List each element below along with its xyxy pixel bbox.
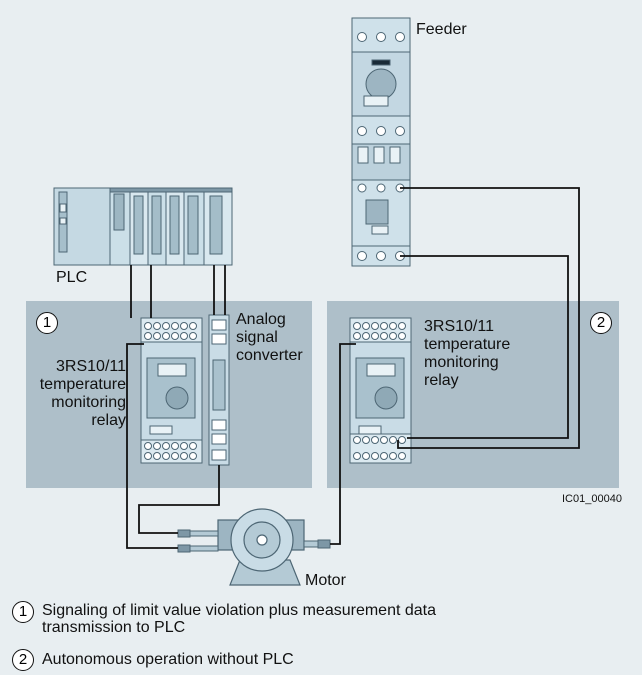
marker-1: 1 (36, 312, 58, 334)
motor (217, 508, 305, 586)
analog-converter (208, 314, 230, 466)
wiring (126, 187, 580, 549)
legend-marker-1: 1 (12, 601, 34, 623)
analog-label-line-1: Analog (236, 311, 286, 328)
legend-item-1-line-1: Signaling of limit value violation plus … (42, 602, 436, 619)
relay-right (349, 317, 412, 464)
figure-id: IC01_00040 (562, 493, 622, 505)
relay-right-label-line-1: 3RS10/11 (424, 318, 494, 335)
relay-left-label-line-1: 3RS10/11 (56, 358, 126, 375)
relay-right-label-line-3: monitoring (424, 354, 499, 371)
relay-right-label-line-2: temperature (424, 336, 511, 353)
motor-label: Motor (305, 572, 346, 589)
analog-label-line-2: signal (236, 329, 278, 346)
plc-unit (53, 187, 233, 266)
relay-left-label-line-4: relay (91, 412, 126, 429)
relay-right-label-line-4: relay (424, 372, 459, 389)
feeder-unit (351, 17, 411, 267)
relay-left (140, 317, 203, 464)
relay-left-label-line-2: temperature (39, 376, 126, 393)
marker-2: 2 (590, 312, 612, 334)
analog-label-line-3: converter (236, 347, 303, 364)
legend-item-1-line-2: transmission to PLC (42, 619, 186, 636)
plc-label: PLC (56, 269, 88, 286)
feeder-label: Feeder (416, 21, 467, 38)
sensor-probes (177, 529, 331, 553)
legend-item-2-line-1: Autonomous operation without PLC (42, 651, 294, 668)
relay-left-label-line-3: monitoring (51, 394, 126, 411)
legend-marker-2: 2 (12, 649, 34, 671)
